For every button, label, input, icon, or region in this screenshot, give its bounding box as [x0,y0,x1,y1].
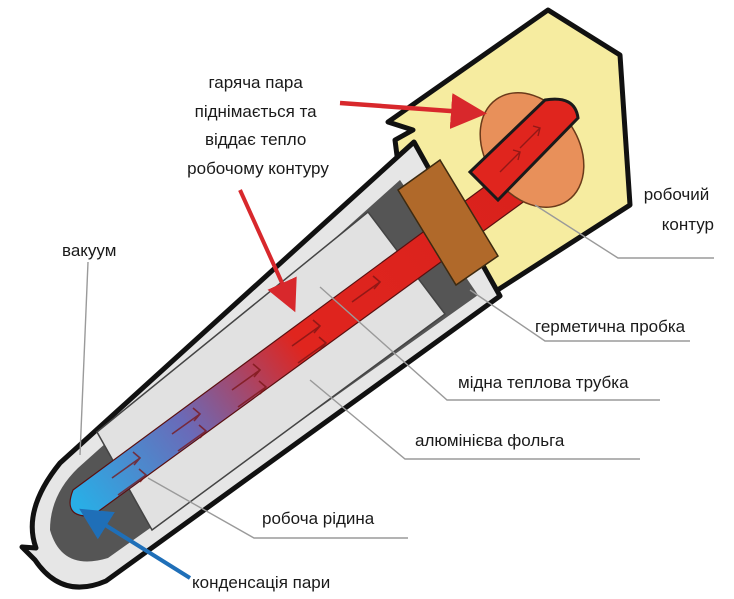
label-vacuum: вакуум [62,241,116,260]
label-steam-condensation: конденсація пари [192,573,330,592]
label-aluminum-foil: алюмінієва фольга [415,431,565,450]
label-hermetic-plug: герметична пробка [535,317,686,336]
label-working-circuit: робочий контур [644,185,714,234]
label-hot-steam: гаряча пара піднімається та віддає тепло… [187,73,329,178]
label-working-fluid: робоча рідина [262,509,375,528]
label-copper-heat-pipe: мідна теплова трубка [458,373,629,392]
